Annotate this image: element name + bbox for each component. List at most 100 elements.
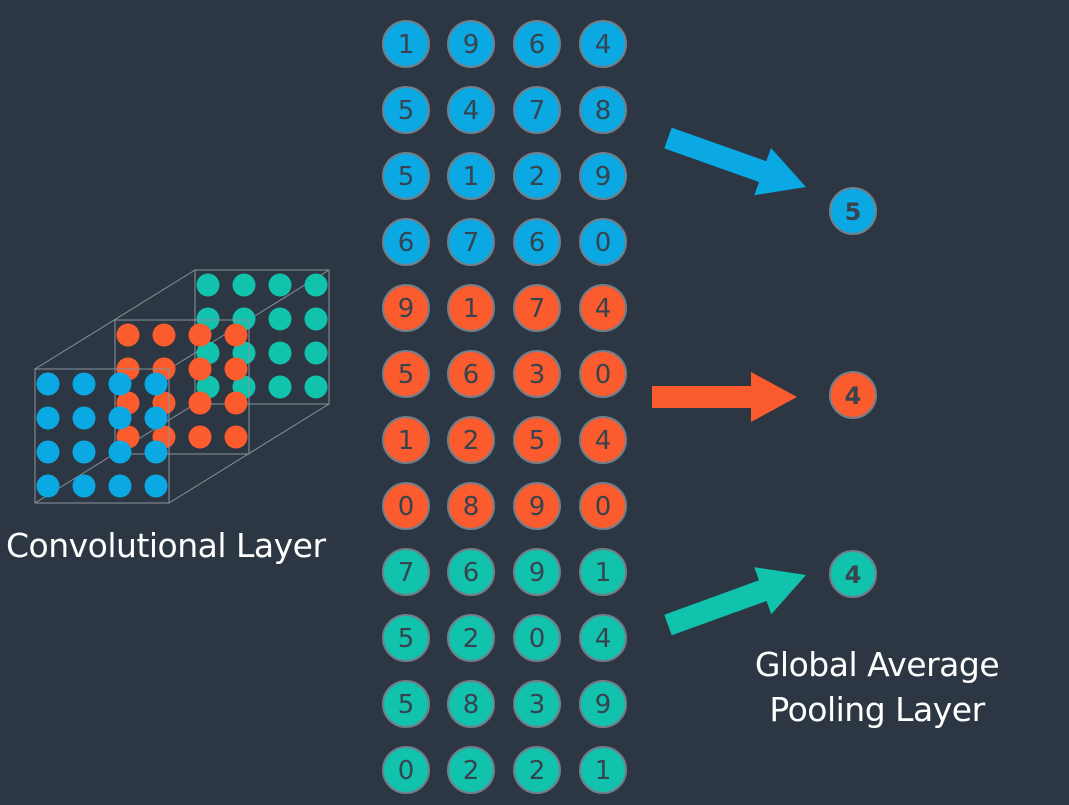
pooled-outputs: 544	[829, 187, 877, 598]
value-digit: 1	[463, 162, 480, 192]
feature-map-dot	[188, 357, 212, 381]
value-cell: 2	[513, 152, 561, 200]
value-cell: 9	[513, 482, 561, 530]
pooled-output-circle	[829, 550, 877, 598]
feature-map-dot	[304, 273, 328, 297]
value-cell: 6	[513, 20, 561, 68]
value-cell: 5	[382, 152, 430, 200]
value-digit: 2	[529, 756, 546, 786]
value-digit: 8	[463, 492, 480, 522]
value-circle	[513, 416, 561, 464]
feature-map-dot	[268, 375, 292, 399]
pooled-output-circle	[829, 187, 877, 235]
value-circle	[579, 350, 627, 398]
value-digit: 6	[529, 30, 546, 60]
value-digit: 7	[463, 228, 480, 258]
value-digit: 6	[463, 360, 480, 390]
value-cell: 4	[447, 86, 495, 134]
value-cell: 0	[513, 614, 561, 662]
value-digit: 8	[463, 690, 480, 720]
value-circle	[382, 680, 430, 728]
value-cell: 0	[579, 350, 627, 398]
value-circle	[579, 416, 627, 464]
value-circle	[447, 86, 495, 134]
value-circle	[447, 218, 495, 266]
value-circle	[382, 614, 430, 662]
value-circle	[513, 548, 561, 596]
value-digit: 5	[398, 360, 415, 390]
value-cell: 2	[447, 416, 495, 464]
value-digit: 0	[529, 624, 546, 654]
value-circle	[513, 614, 561, 662]
feature-map-dot	[304, 307, 328, 331]
value-cell: 2	[513, 746, 561, 794]
pooling-label-line-2: Pooling Layer	[769, 690, 985, 729]
value-cell: 5	[382, 86, 430, 134]
value-cell: 7	[447, 218, 495, 266]
value-digit: 5	[398, 690, 415, 720]
value-digit: 1	[398, 30, 415, 60]
value-circle	[513, 680, 561, 728]
feature-map-dot	[188, 425, 212, 449]
value-digit: 4	[595, 30, 612, 60]
value-cell: 2	[447, 614, 495, 662]
value-cell: 6	[447, 548, 495, 596]
value-digit: 5	[398, 624, 415, 654]
feature-map-dot	[72, 440, 96, 464]
value-cell: 9	[513, 548, 561, 596]
feature-map-dot	[268, 273, 292, 297]
value-digit: 8	[595, 96, 612, 126]
value-cell: 7	[513, 86, 561, 134]
feature-map-dot	[224, 391, 248, 415]
value-digit: 9	[529, 492, 546, 522]
value-circle	[382, 20, 430, 68]
value-cell: 3	[513, 350, 561, 398]
value-digit: 9	[398, 294, 415, 324]
value-circle	[447, 548, 495, 596]
value-digit: 5	[398, 162, 415, 192]
value-circle	[447, 416, 495, 464]
value-cell: 1	[382, 416, 430, 464]
feature-map-dot	[36, 440, 60, 464]
value-cell: 5	[513, 416, 561, 464]
feature-map-dot	[304, 375, 328, 399]
value-circle	[513, 482, 561, 530]
feature-map-stack	[34, 269, 330, 504]
feature-map-dot	[224, 425, 248, 449]
value-circle	[382, 482, 430, 530]
feature-map-dot	[268, 341, 292, 365]
value-cell: 4	[579, 284, 627, 332]
value-digit: 0	[398, 492, 415, 522]
value-digit: 6	[529, 228, 546, 258]
convolutional-layer-label: Convolutional Layer	[6, 526, 326, 565]
feature-map-dot	[224, 323, 248, 347]
feature-map-orange	[114, 319, 250, 455]
value-circle	[447, 482, 495, 530]
value-cell: 6	[382, 218, 430, 266]
value-cell: 5	[382, 680, 430, 728]
value-digit: 6	[463, 558, 480, 588]
value-digit: 7	[529, 96, 546, 126]
value-circle	[579, 86, 627, 134]
value-circle	[447, 680, 495, 728]
value-circle	[382, 218, 430, 266]
value-circle	[579, 152, 627, 200]
pooled-output-orange: 4	[829, 371, 877, 419]
value-circle	[513, 746, 561, 794]
value-circle	[579, 746, 627, 794]
teal-arrow	[664, 567, 806, 636]
value-circle	[447, 350, 495, 398]
value-circle	[447, 746, 495, 794]
orange-arrow	[652, 372, 797, 422]
value-digit: 2	[529, 162, 546, 192]
feature-map-dot	[152, 323, 176, 347]
pooled-output-blue: 5	[829, 187, 877, 235]
feature-map-dot	[72, 372, 96, 396]
value-cell: 6	[447, 350, 495, 398]
value-digit: 3	[529, 690, 546, 720]
feature-map-teal	[194, 269, 330, 405]
feature-map-dot	[36, 474, 60, 498]
value-cell: 0	[579, 218, 627, 266]
